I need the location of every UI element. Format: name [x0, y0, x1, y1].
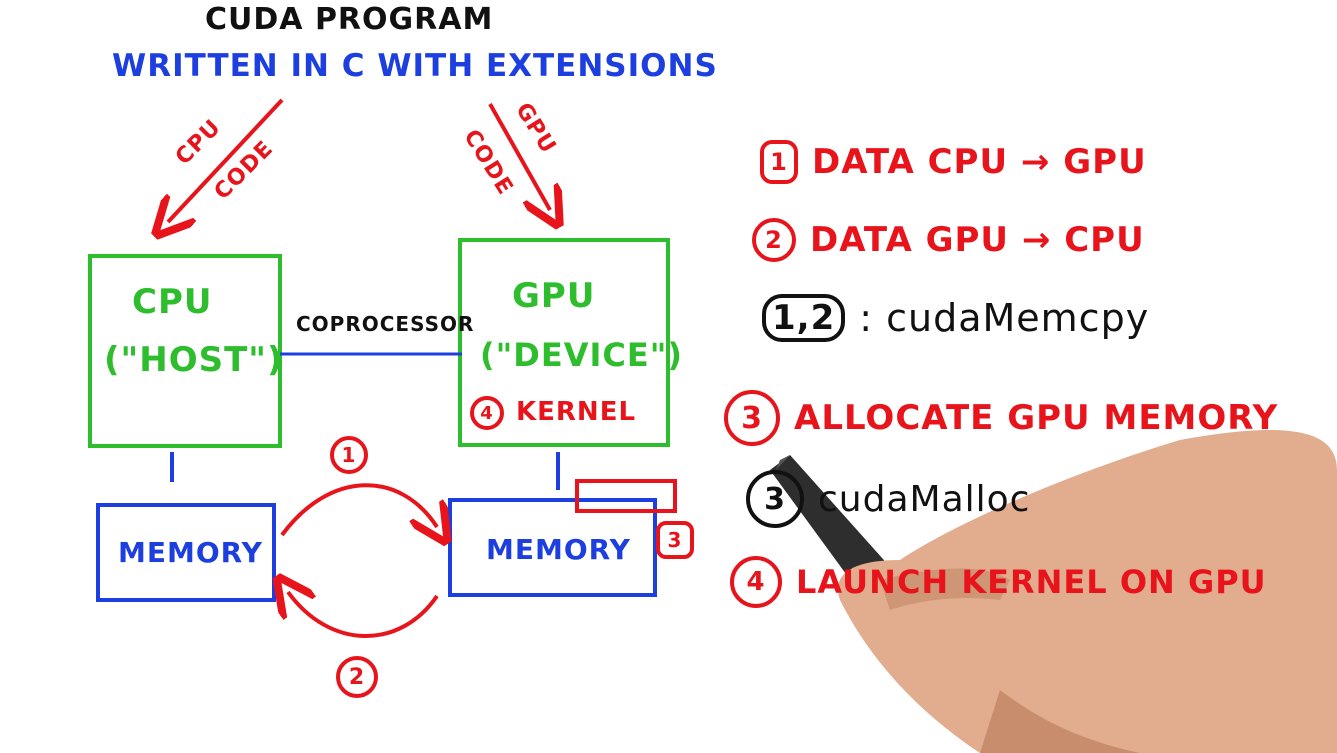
coprocessor-label: COPROCESSOR	[296, 312, 475, 336]
memory-left-box	[96, 503, 276, 602]
transfer-arc-bottom	[288, 592, 439, 638]
step-1-badge: 1	[760, 140, 798, 184]
step-malloc-text: cudaMalloc	[818, 478, 1031, 520]
cpu-host-box	[88, 254, 282, 448]
cpu-code-arrow	[168, 98, 284, 222]
transfer-arc-top	[280, 483, 437, 535]
memory-left-label: MEMORY	[118, 536, 263, 569]
step-1-text: DATA CPU → GPU	[812, 142, 1147, 182]
hand-with-pen	[770, 430, 1337, 753]
cpu-host-name: CPU	[132, 282, 213, 322]
page-title: CUDA PROGRAM	[205, 2, 494, 37]
cpu-host-role: ("HOST")	[104, 340, 284, 380]
page-subtitle: WRITTEN IN C WITH EXTENSIONS	[112, 48, 718, 84]
kernel-step-badge: 4	[470, 396, 504, 430]
kernel-label: KERNEL	[516, 397, 637, 427]
step-3: 3 ALLOCATE GPU MEMORY	[724, 390, 1278, 446]
step-4-text: LAUNCH KERNEL ON GPU	[796, 563, 1267, 601]
step-2-text: DATA GPU → CPU	[810, 220, 1145, 260]
transfer-badge-2: 2	[336, 656, 378, 698]
gpu-code-arrow	[488, 103, 550, 210]
step-memcpy-badge: 1,2	[762, 294, 846, 342]
step-malloc: 3 cudaMalloc	[746, 470, 1030, 528]
step-4: 4 LAUNCH KERNEL ON GPU	[730, 556, 1267, 608]
step-memcpy-text: : cudaMemcpy	[859, 296, 1150, 340]
step-2: 2 DATA GPU → CPU	[752, 218, 1145, 262]
step-memcpy: 1,2 : cudaMemcpy	[762, 294, 1149, 342]
step-1: 1 DATA CPU → GPU	[760, 140, 1147, 184]
gpu-device-name: GPU	[512, 276, 596, 316]
step-4-badge: 4	[730, 556, 782, 608]
gpu-device-box	[458, 238, 670, 447]
allocated-region	[575, 479, 677, 513]
step-2-badge: 2	[752, 218, 796, 262]
memory-right-label: MEMORY	[486, 533, 631, 566]
step-malloc-badge: 3	[746, 470, 804, 528]
step-3-text: ALLOCATE GPU MEMORY	[794, 398, 1279, 438]
alloc-badge-3: 3	[656, 521, 694, 559]
transfer-badge-1: 1	[330, 436, 368, 474]
gpu-device-role: ("DEVICE")	[480, 336, 684, 374]
step-3-badge: 3	[724, 390, 780, 446]
